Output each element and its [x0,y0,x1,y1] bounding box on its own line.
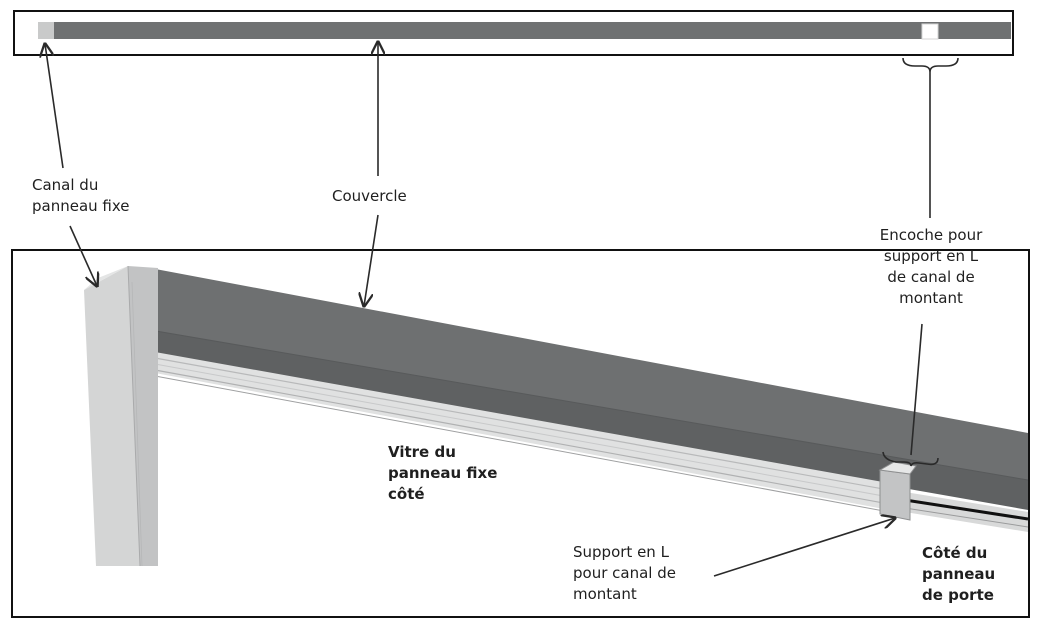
perspective-view-panel [11,249,1030,618]
label-encoche: Encoche pour support en L de canal de mo… [879,226,983,307]
brace-encoche-3d [882,451,939,467]
arrow-support-l [713,518,895,577]
l-bracket [879,469,911,521]
arrow-couvercle-3d [364,214,379,306]
leader-encoche-3d [910,323,923,456]
cover-lower-face [150,330,1028,510]
fixed-panel-post-side [128,266,158,566]
label-support-en-l: Support en L pour canal de montant [573,543,676,603]
label-couvercle: Couvercle [332,187,407,205]
label-canal-panneau-fixe: Canal du panneau fixe [32,176,130,215]
arrow-canal-post [69,225,97,286]
label-vitre-panneau-fixe: Vitre du panneau fixe côté [388,443,498,503]
arrow-canal-top [45,44,64,169]
top-fixed-panel-channel [38,22,54,39]
top-view-panel [13,10,1014,56]
leader-lines [45,42,959,577]
label-cote-panneau-porte: Côté du panneau de porte [922,544,996,604]
fixed-panel-post-front [84,266,140,566]
top-l-bracket-notch [922,24,938,39]
brace-encoche-top [902,57,959,73]
top-cover-bar [38,22,1011,39]
